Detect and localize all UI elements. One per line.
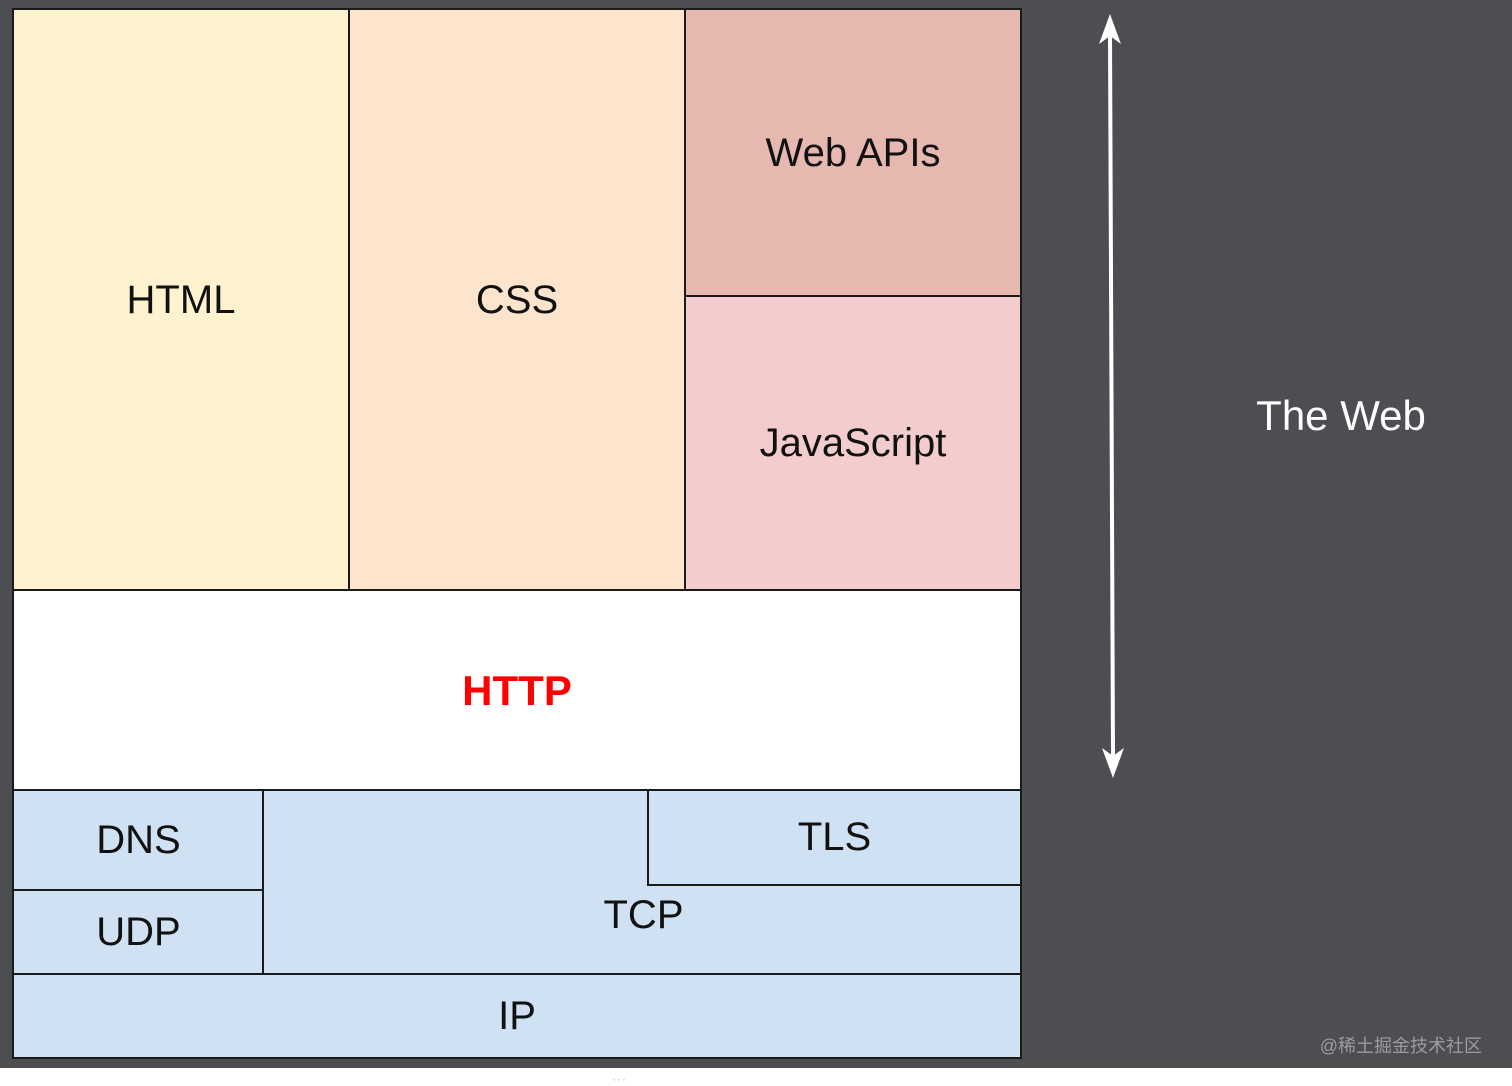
ip-label: IP xyxy=(498,993,536,1038)
dns-box: DNS xyxy=(12,789,265,892)
web-apis-box: Web APIs xyxy=(684,8,1022,298)
udp-label: UDP xyxy=(96,910,181,954)
css-label: CSS xyxy=(475,277,559,322)
web-apis-label: Web APIs xyxy=(765,130,941,175)
css-box: CSS xyxy=(348,8,686,592)
tls-label: TLS xyxy=(797,815,872,859)
the-web-label: The Web xyxy=(1256,392,1426,439)
html-box: HTML xyxy=(12,8,350,592)
udp-box: UDP xyxy=(12,889,265,976)
resize-grip-icon[interactable]: ··· xyxy=(612,1072,627,1086)
http-label: HTTP xyxy=(462,666,572,714)
ip-box: IP xyxy=(12,973,1022,1059)
tcp-label: TCP xyxy=(603,893,684,937)
http-box: HTTP xyxy=(12,589,1022,792)
double-arrow-icon xyxy=(1099,14,1124,778)
html-label: HTML xyxy=(126,277,236,322)
javascript-box: JavaScript xyxy=(684,295,1022,592)
dns-label: DNS xyxy=(96,818,181,862)
tls-box: TLS xyxy=(647,789,1022,886)
javascript-label: JavaScript xyxy=(759,421,947,465)
watermark: @稀土掘金技术社区 xyxy=(1319,1036,1482,1056)
